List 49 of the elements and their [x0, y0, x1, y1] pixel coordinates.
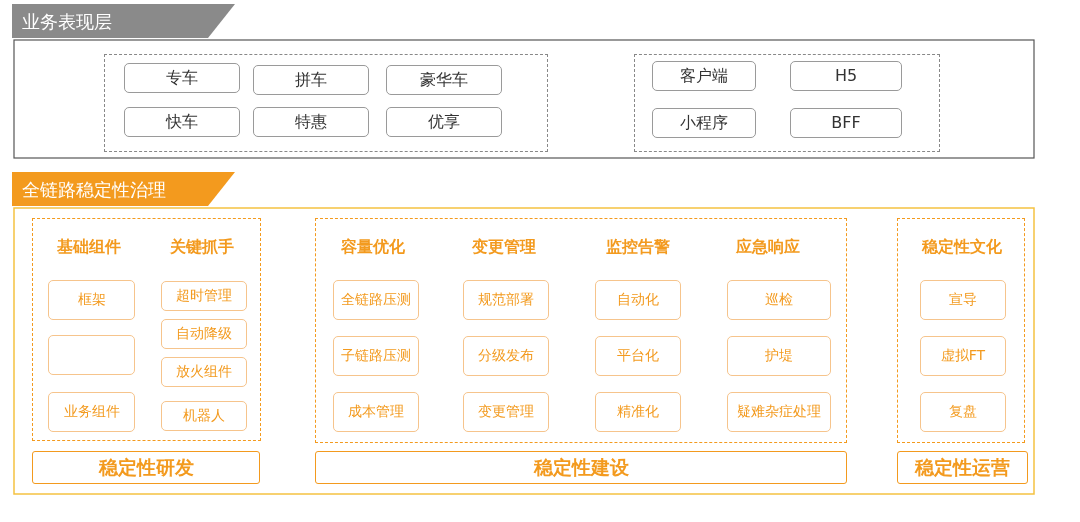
module-card: 框架 [48, 280, 135, 320]
group-frame [104, 54, 548, 152]
pillar-banner: 稳定性建设 [315, 451, 847, 484]
module-card: 精准化 [595, 392, 681, 432]
module-card: 快车 [124, 107, 240, 137]
module-card: BFF [790, 108, 902, 138]
module-card: 全链路压测 [333, 280, 419, 320]
column-heading: 关键抓手 [169, 237, 235, 258]
pillar-banner: 稳定性研发 [32, 451, 260, 484]
column-heading: 稳定性文化 [920, 237, 1003, 258]
column-heading: 应急响应 [735, 237, 801, 258]
module-card: 小程序 [652, 108, 756, 138]
module-card: 特惠 [253, 107, 369, 137]
module-card: 业务组件 [48, 392, 135, 432]
module-card: 分级发布 [463, 336, 549, 376]
module-card: 疑难杂症处理 [727, 392, 831, 432]
module-card: 优享 [386, 107, 502, 137]
column-heading: 变更管理 [471, 237, 537, 258]
column-heading: 监控告警 [605, 237, 671, 258]
module-card: H5 [790, 61, 902, 91]
module-card: 规范部署 [463, 280, 549, 320]
module-card: 虚拟FT [920, 336, 1006, 376]
module-card: 机器人 [161, 401, 247, 431]
layer-title: 业务表现层 [22, 10, 112, 34]
module-card: 拼车 [253, 65, 369, 95]
group-frame [315, 218, 847, 443]
pillar-banner: 稳定性运营 [897, 451, 1028, 484]
column-heading: 基础组件 [56, 237, 122, 258]
module-card: 豪华车 [386, 65, 502, 95]
module-card: 宣导 [920, 280, 1006, 320]
module-card: 变更管理 [463, 392, 549, 432]
module-card: 复盘 [920, 392, 1006, 432]
module-card: 巡检 [727, 280, 831, 320]
column-heading: 容量优化 [340, 237, 406, 258]
module-card: 子链路压测 [333, 336, 419, 376]
group-frame [897, 218, 1025, 443]
module-card: 专车 [124, 63, 240, 93]
group-frame [634, 54, 940, 152]
module-card: 客户端 [652, 61, 756, 91]
module-card: 护堤 [727, 336, 831, 376]
module-card: 平台化 [595, 336, 681, 376]
group-frame [32, 218, 261, 441]
module-card: 成本管理 [333, 392, 419, 432]
module-card: 自动化 [595, 280, 681, 320]
module-card: 放火组件 [161, 357, 247, 387]
module-card: 超时管理 [161, 281, 247, 311]
module-card: 自动降级 [161, 319, 247, 349]
layer-title: 全链路稳定性治理 [22, 178, 166, 202]
module-card [48, 335, 135, 375]
